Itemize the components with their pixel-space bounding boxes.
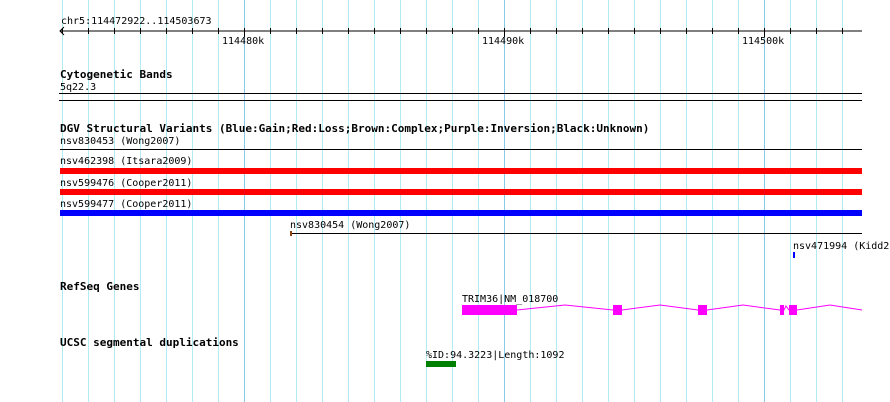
dgv-feature-label: nsv599476 (Cooper2011) — [60, 178, 192, 189]
ruler-tick-label: 114480k — [222, 36, 264, 47]
dgv-feature-label: nsv462398 (Itsara2009) — [60, 156, 192, 167]
dgv-feature-label: nsv830453 (Wong2007) — [60, 136, 180, 147]
segdup-feature[interactable] — [426, 361, 456, 367]
ruler-tick-label: 114490k — [482, 36, 524, 47]
track-title-refseq: RefSeq Genes — [60, 280, 139, 293]
ruler-ticks — [62, 28, 843, 37]
dgv-feature-label: nsv599477 (Cooper2011) — [60, 199, 192, 210]
gene-label: TRIM36|NM_018700 — [462, 294, 558, 305]
dgv-feature-label: nsv471994 (Kidd2 — [793, 241, 889, 252]
dgv-feature-nsv599477[interactable] — [60, 210, 862, 216]
track-title-segdup: UCSC segmental duplications — [60, 336, 239, 349]
gene-trim36[interactable] — [462, 304, 863, 315]
dgv-feature-nsv462398[interactable] — [60, 168, 862, 174]
dgv-feature-label: nsv830454 (Wong2007) — [290, 220, 410, 231]
ruler-tick-label: 114500k — [742, 36, 784, 47]
dgv-feature-nsv830454-block[interactable] — [290, 231, 292, 236]
dgv-feature-nsv599476[interactable] — [60, 189, 862, 195]
track-title-cytoband: Cytogenetic Bands — [60, 68, 173, 81]
grid-lines — [62, 0, 843, 402]
track-title-dgv: DGV Structural Variants (Blue:Gain;Red:L… — [60, 122, 649, 135]
cytoband-label: 5q22.3 — [60, 82, 96, 93]
dgv-feature-nsv471994[interactable] — [793, 252, 795, 258]
segdup-label: %ID:94.3223|Length:1092 — [426, 350, 564, 361]
ruler-range-label: chr5:114472922..114503673 — [61, 16, 212, 27]
